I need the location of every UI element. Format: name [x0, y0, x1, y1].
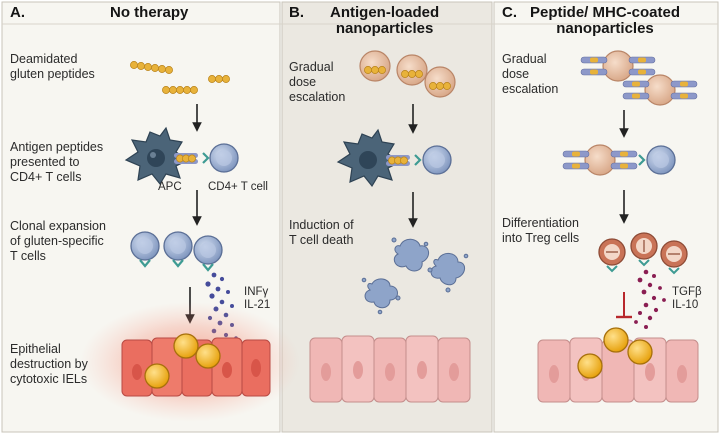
panel-c-step1-label: Gradual dose escalation [502, 52, 559, 96]
panel-a-step3-label: Clonal expansion of gluten-specific T ce… [10, 219, 106, 263]
cytokines-c [634, 269, 666, 329]
apoptotic-t-cells [361, 237, 469, 315]
apc-label: APC [158, 181, 182, 193]
panel-a-title: No therapy [110, 4, 189, 21]
panel-b-step2-label: Induction of T cell death [289, 218, 354, 247]
panel-a-step4-label: Epithelial destruction by cytotoxic IELs [10, 342, 88, 386]
t-cell-b [422, 145, 452, 175]
panel-b-letter: B. [289, 4, 304, 21]
inhibition-symbol [616, 292, 632, 319]
mhc-peptide-complex-a [174, 153, 198, 164]
apc-cell-a [124, 126, 190, 186]
panel-b-title: Antigen-loaded nanoparticles [330, 4, 440, 37]
panel-c-letter: C. [502, 4, 517, 21]
expanded-t-cells [130, 231, 223, 272]
panel-c-title: Peptide/ MHC-coated nanoparticles [530, 4, 681, 37]
panel-c-step2-label: Differentiation into Treg cells [502, 216, 580, 245]
panel-a-step2-label: Antigen peptides presented to CD4+ T cel… [10, 140, 104, 184]
healthy-epithelium-b [309, 335, 471, 403]
panel-b-step1-label: Gradual dose escalation [289, 60, 346, 104]
t-cell-c [646, 145, 676, 175]
panel-a-cytokines-label: INFγ IL-21 [244, 286, 271, 311]
cd4-t-cell-a [209, 143, 239, 173]
panel-c-cytokines-label: TGFβ IL-10 [672, 286, 702, 311]
treg-cells [598, 232, 688, 275]
panel-a-step1-label: Deamidated gluten peptides [10, 52, 95, 81]
panel-a-letter: A. [10, 4, 25, 21]
cd4-t-cell-label: CD4+ T cell [208, 181, 268, 193]
apc-cell-b [336, 128, 410, 188]
